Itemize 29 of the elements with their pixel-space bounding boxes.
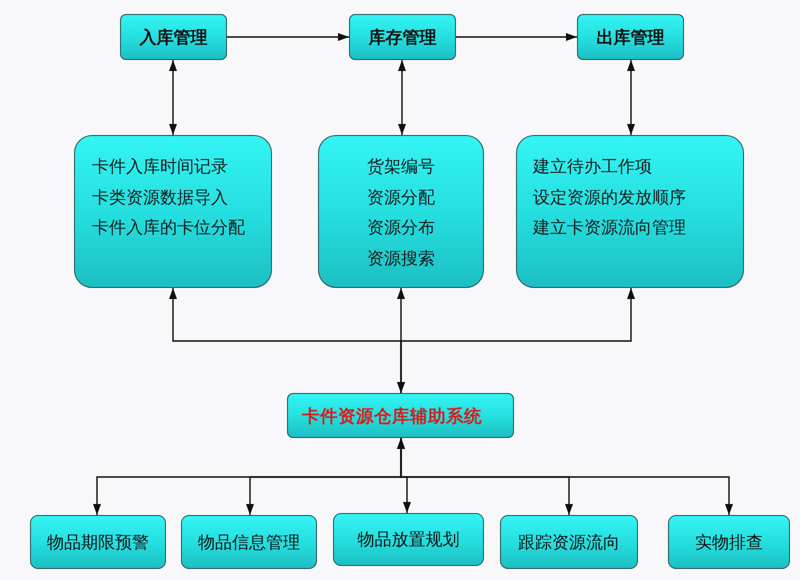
arrow (627, 60, 635, 135)
function-box: 物品期限预警 (30, 515, 166, 569)
function-box: 物品信息管理 (181, 515, 317, 569)
feature-text: 资源分配 (367, 186, 435, 210)
feature-text: 资源分布 (367, 217, 435, 240)
function-box: 物品放置规划 (333, 513, 484, 566)
feature-text: 卡件入库的卡位分配 (92, 217, 245, 240)
feature-text: 卡类资源数据导入 (92, 186, 228, 210)
module-box: 出库管理 (577, 14, 684, 60)
module-box: 入库管理 (120, 14, 227, 60)
feature-text: 卡件入库时间记录 (92, 156, 228, 179)
feature-text: 资源搜索 (367, 248, 435, 270)
system-box: 卡件资源仓库辅助系统 (287, 393, 514, 438)
feature-box (74, 135, 272, 288)
feature-box (318, 135, 484, 288)
arrow (397, 438, 733, 515)
feature-text: 设定资源的发放顺序 (533, 186, 686, 210)
arrow (227, 33, 349, 41)
arrow (397, 288, 635, 393)
function-box: 跟踪资源流向 (500, 515, 638, 569)
feature-box (516, 135, 744, 288)
arrow (169, 60, 177, 135)
feature-text: 建立卡资源流向管理 (533, 217, 686, 240)
feature-text: 货架编号 (367, 156, 435, 179)
module-box: 库存管理 (349, 14, 456, 60)
arrow (398, 60, 406, 135)
feature-text: 建立待办工作项 (533, 156, 652, 179)
arrow (456, 33, 577, 41)
function-box: 实物排查 (668, 515, 790, 569)
